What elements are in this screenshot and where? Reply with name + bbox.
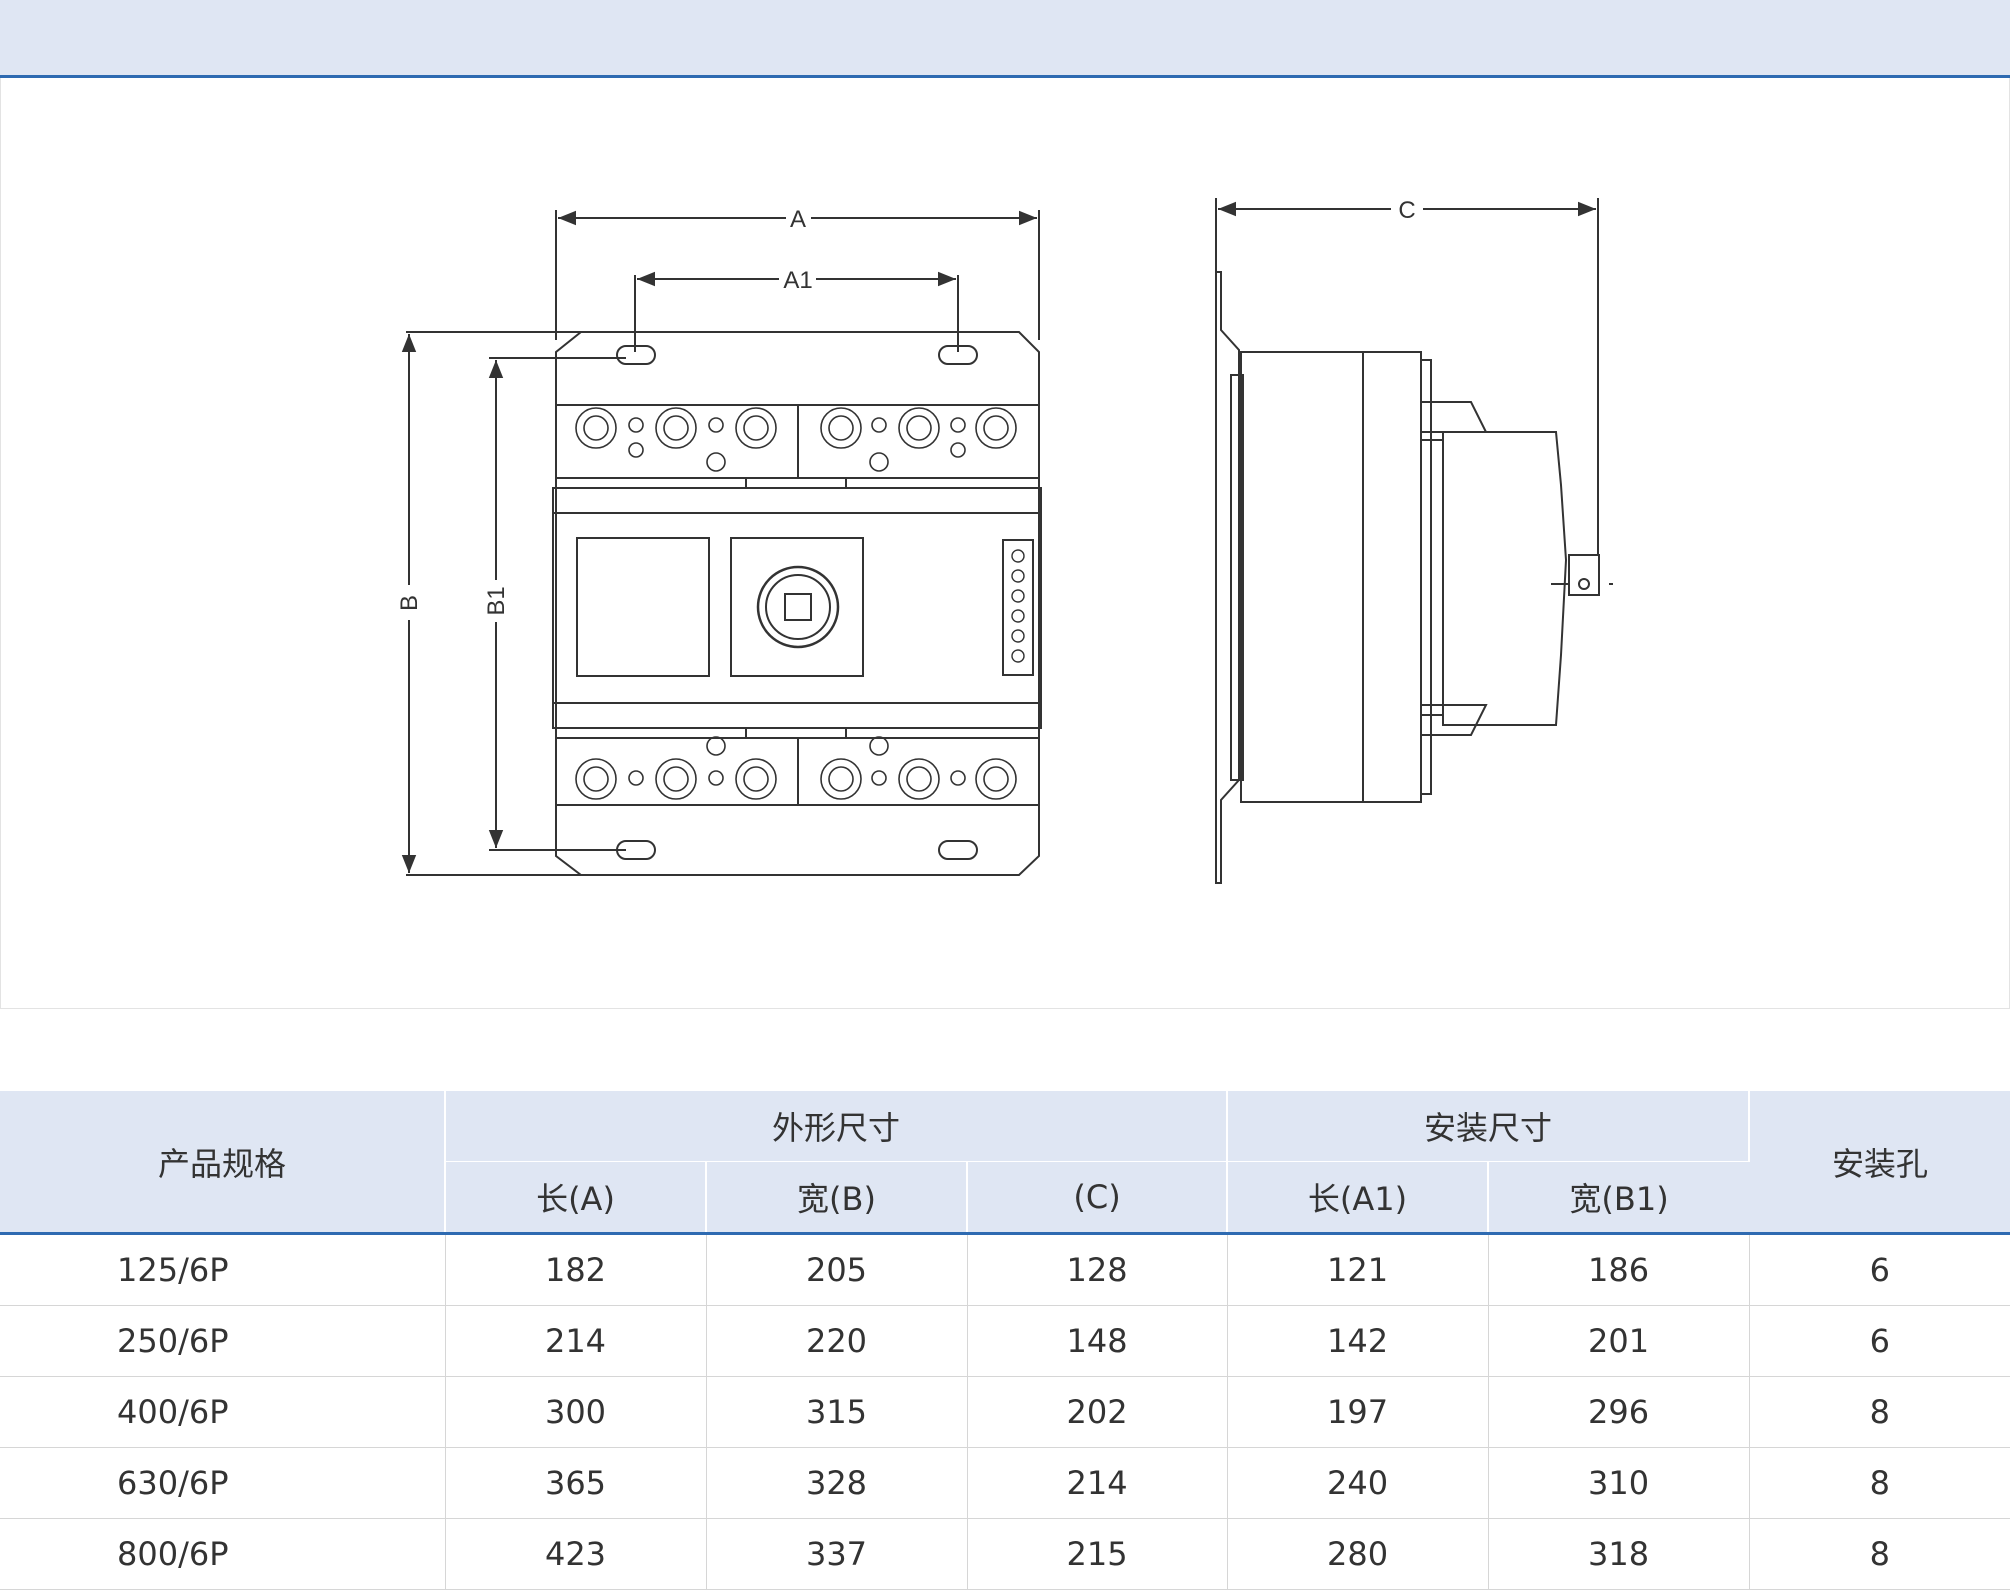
- top-banner: [0, 0, 2010, 78]
- dimension-drawing-panel: A A1 C B B1: [0, 78, 2010, 1009]
- header-product: 产品规格: [0, 1091, 446, 1235]
- cell: 142: [1227, 1305, 1489, 1377]
- cell: 315: [706, 1376, 968, 1448]
- cell: 318: [1488, 1518, 1750, 1590]
- side-view: [1215, 198, 1613, 884]
- cell: 310: [1488, 1447, 1750, 1519]
- dimension-spec-table: 产品规格 外形尺寸 安装尺寸 安装孔 长(A) 宽(B) (C) 长(A1) 宽…: [0, 1091, 2010, 1590]
- cell: 300: [445, 1376, 707, 1448]
- dimension-label-a1: A1: [783, 267, 812, 294]
- cell: 328: [706, 1447, 968, 1519]
- cell: 220: [706, 1305, 968, 1377]
- header-holes: 安装孔: [1749, 1091, 2010, 1235]
- cell-product: 250/6P: [0, 1305, 446, 1377]
- cell: 148: [967, 1305, 1228, 1377]
- cell: 202: [967, 1376, 1228, 1448]
- header-length-a: 长(A): [445, 1161, 707, 1235]
- cell: 205: [706, 1233, 968, 1306]
- header-width-b1: 宽(B1): [1488, 1161, 1750, 1235]
- cell: 240: [1227, 1447, 1489, 1519]
- header-outline: 外形尺寸: [445, 1091, 1229, 1162]
- dimension-label-b: B: [396, 595, 423, 611]
- cell: 128: [967, 1233, 1228, 1306]
- cell: 121: [1227, 1233, 1489, 1306]
- cell-product: 400/6P: [0, 1376, 446, 1448]
- cell: 8: [1749, 1447, 2010, 1519]
- cell: 215: [967, 1518, 1228, 1590]
- dimension-drawing: A A1 C B B1: [396, 197, 1613, 884]
- table-row: 630/6P 365 328 214 240 310 8: [0, 1447, 2010, 1519]
- header-mounting: 安装尺寸: [1227, 1091, 1751, 1162]
- cell: 8: [1749, 1376, 2010, 1448]
- cell: 201: [1488, 1305, 1750, 1377]
- header-length-a1: 长(A1): [1227, 1161, 1490, 1235]
- header-width-b: 宽(B): [706, 1161, 968, 1235]
- table-row: 800/6P 423 337 215 280 318 8: [0, 1518, 2010, 1590]
- cell: 182: [445, 1233, 707, 1306]
- cell: 214: [967, 1447, 1228, 1519]
- header-depth-c: (C): [967, 1161, 1229, 1235]
- cell: 197: [1227, 1376, 1489, 1448]
- dimension-label-a: A: [790, 206, 806, 233]
- dimension-label-c: C: [1398, 197, 1415, 224]
- cell: 365: [445, 1447, 707, 1519]
- cell: 337: [706, 1518, 968, 1590]
- cell-product: 800/6P: [0, 1518, 446, 1590]
- table-row: 400/6P 300 315 202 197 296 8: [0, 1376, 2010, 1448]
- cell: 296: [1488, 1376, 1750, 1448]
- table-row: 250/6P 214 220 148 142 201 6: [0, 1305, 2010, 1377]
- cell: 186: [1488, 1233, 1750, 1306]
- cell: 423: [445, 1518, 707, 1590]
- cell-product: 630/6P: [0, 1447, 446, 1519]
- table-row: 125/6P 182 205 128 121 186 6: [0, 1233, 2010, 1306]
- cell: 6: [1749, 1305, 2010, 1377]
- cell: 214: [445, 1305, 707, 1377]
- cell: 6: [1749, 1233, 2010, 1306]
- cell-product: 125/6P: [0, 1233, 446, 1306]
- dimension-label-b1: B1: [483, 586, 510, 615]
- cell: 280: [1227, 1518, 1489, 1590]
- front-view: [401, 210, 1042, 876]
- cell: 8: [1749, 1518, 2010, 1590]
